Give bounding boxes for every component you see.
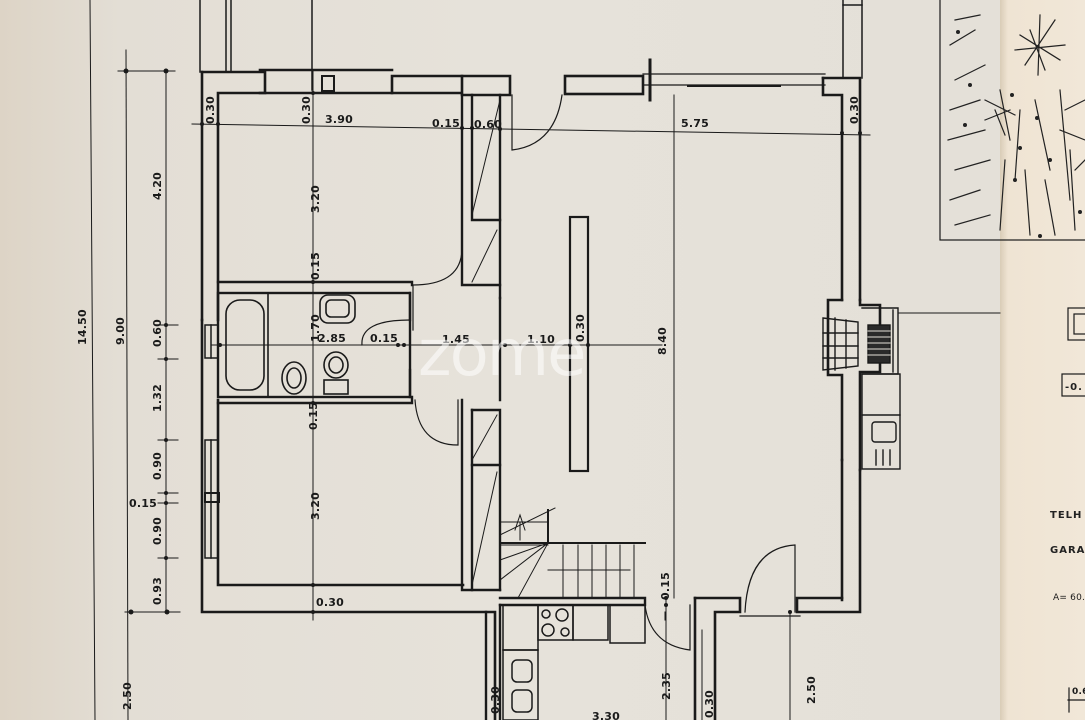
- dim-bedroom-bottom-wall: 0.30: [316, 596, 344, 609]
- door-swings: [361, 94, 801, 651]
- upper-context-lines: [199, 0, 863, 91]
- dim-hall-gap: 1.10: [527, 333, 555, 346]
- dim-bath-width: 2.85: [318, 332, 346, 345]
- dim-seg-3: 1.32: [151, 384, 164, 412]
- dim-closet-060: 0.60: [474, 118, 502, 131]
- dim-kitchen-wall-left: 0.30: [489, 686, 502, 714]
- dim-top-wall-right: 0.30: [848, 96, 861, 124]
- left-windows: [204, 324, 220, 559]
- exterior-walls: [200, 58, 882, 720]
- dim-house: 9.00: [114, 317, 127, 345]
- side-sheet: [1000, 0, 1085, 720]
- internal-dimension-lines: [191, 69, 871, 720]
- dim-lower: 2.50: [121, 682, 134, 710]
- dimension-ticks: [123, 68, 170, 615]
- dim-seg-4: 0.90: [151, 452, 164, 480]
- dim-living-height: 8.40: [656, 327, 669, 355]
- dim-bath-height: 1.70: [309, 314, 322, 342]
- dim-kitchen-height: 2.35: [660, 672, 673, 700]
- dim-bath-wall: 0.15: [370, 332, 398, 345]
- dim-partition: 0.30: [574, 314, 587, 342]
- closet-diagonals: [471, 99, 501, 586]
- side-panel-shapes: [1061, 307, 1085, 713]
- dim-bedroom-bottom-height: 3.20: [309, 492, 322, 520]
- interior-walls: [216, 93, 647, 720]
- side-mark: 0.6: [1072, 687, 1085, 697]
- side-panel-labels: -0. TELH GARA A= 60. 0.6: [1050, 382, 1085, 697]
- dim-garage-wall: 0.30: [703, 690, 716, 718]
- dim-hall-width: 1.45: [442, 333, 470, 346]
- dimension-labels: 14.50 9.00 2.50 4.20 0.60 1.32 0.90 0.15…: [76, 96, 861, 720]
- level-label: -0.: [1065, 382, 1083, 393]
- dim-seg-2: 0.60: [151, 319, 164, 347]
- dim-seg-5: 0.15: [129, 497, 157, 510]
- dim-kitchen-width: 3.30: [592, 710, 620, 720]
- dim-kitchen-wall: 0.15: [659, 572, 672, 600]
- area-label: A= 60.: [1053, 593, 1085, 603]
- dim-top-wall-left: 0.30: [204, 96, 217, 124]
- dim-bedroom-width: 3.90: [325, 113, 353, 126]
- fireplace: [822, 307, 1001, 470]
- dim-garage-height: 2.50: [805, 676, 818, 704]
- dim-bedroom-top-height: 3.20: [309, 185, 322, 213]
- dim-seg-1: 4.20: [151, 172, 164, 200]
- roof-label: TELH: [1050, 510, 1082, 521]
- staircase: [499, 507, 646, 599]
- dim-bedroom-bottom-wall-top: 0.15: [307, 402, 320, 430]
- dim-seg-7: 0.93: [151, 577, 164, 605]
- living-partition: [568, 215, 590, 473]
- dim-total: 14.50: [76, 309, 89, 345]
- dim-seg-6: 0.90: [151, 517, 164, 545]
- tree-sketch: [939, 0, 1085, 241]
- internal-dimension-ticks: [200, 91, 862, 614]
- dim-top-wall-mid: 0.30: [300, 96, 313, 124]
- dim-living-width: 5.75: [681, 117, 709, 130]
- dim-bedroom-top-wall: 0.15: [309, 252, 322, 280]
- kitchen-fixtures: [502, 604, 646, 720]
- garage-label: GARA: [1050, 545, 1085, 556]
- dim-wall-015: 0.15: [432, 117, 460, 130]
